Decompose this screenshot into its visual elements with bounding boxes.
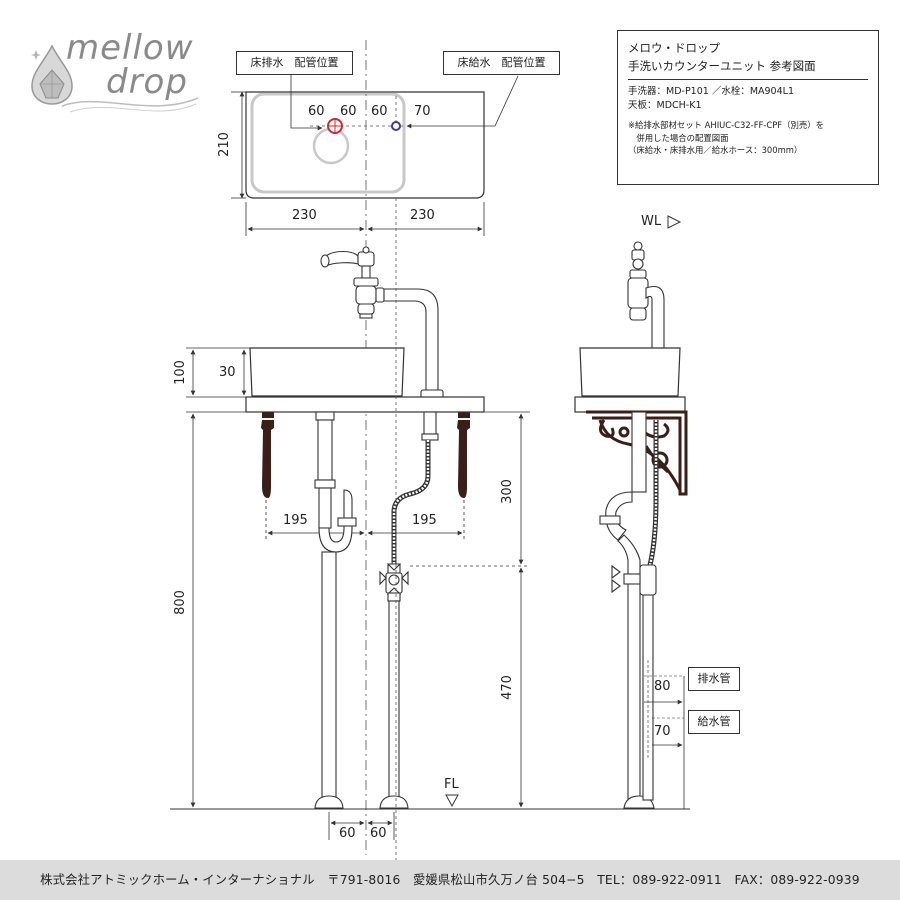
front-faucet xyxy=(320,246,444,399)
dim-top-60-left: 60 xyxy=(308,104,325,119)
droplet-gem-icon xyxy=(31,44,73,105)
front-counter xyxy=(245,396,485,413)
dim-top-70: 70 xyxy=(414,104,431,119)
dim-width-right-230: 230 xyxy=(410,208,435,223)
dim-top-60-right: 60 xyxy=(340,104,357,119)
technical-drawing xyxy=(170,40,690,860)
dim-side-70: 70 xyxy=(654,724,671,739)
dim-side-80: 80 xyxy=(654,679,671,694)
side-basin xyxy=(579,347,681,397)
reference-info-box: メロウ・ドロップ 手洗いカウンターユニット 参考図面 手洗器：MD-P101 ／… xyxy=(617,30,879,185)
front-brackets xyxy=(261,412,470,498)
dim-width-left-230: 230 xyxy=(292,208,317,223)
front-basin xyxy=(249,347,405,397)
drain-position-marker xyxy=(327,118,343,134)
info-divider xyxy=(628,79,868,80)
dim-height-800: 800 xyxy=(172,590,188,615)
dim-bottom-60-left: 60 xyxy=(339,826,356,841)
info-title-drawing: 手洗いカウンターユニット 参考図面 xyxy=(628,59,816,73)
dim-bottom-60-right: 60 xyxy=(370,826,387,841)
logo-text-mellow: mellow xyxy=(66,28,194,68)
info-note-1: ※給排水部材セット AHIUC-C32-FF-CPF（別売）を xyxy=(628,120,824,130)
dim-bracket-195-left: 195 xyxy=(283,513,308,528)
info-spec-counter: 天板：MDCH-K1 xyxy=(628,100,702,111)
dim-top-60-third: 60 xyxy=(371,104,388,119)
info-note-3: （床給水・床排水用／給水ホース：300mm） xyxy=(628,145,803,155)
drain-position-label: 床排水 配管位置 xyxy=(236,51,353,75)
dim-basin-100: 100 xyxy=(172,360,188,385)
logo-swoosh xyxy=(61,97,199,113)
fl-marker-label: FL xyxy=(444,777,459,792)
side-drain-trap xyxy=(599,411,655,809)
wl-marker-label: WL xyxy=(641,214,662,229)
wl-marker-triangle xyxy=(667,215,682,229)
info-spec-basin-faucet: 手洗器：MD-P101 ／水栓：MA904L1 xyxy=(628,86,794,97)
top-view-counter xyxy=(231,91,485,199)
dim-valve-470: 470 xyxy=(499,675,515,700)
side-counter xyxy=(574,396,686,413)
info-title-product: メロウ・ドロップ xyxy=(628,41,720,55)
supply-position-marker xyxy=(391,121,401,131)
dim-basin-30: 30 xyxy=(219,365,236,380)
drain-pipe-label: 排水管 xyxy=(688,667,740,691)
supply-position-label: 床給水 配管位置 xyxy=(443,51,560,75)
info-note-2: 併用した場合の配置図面 xyxy=(628,132,729,143)
front-drain-trap xyxy=(314,411,357,809)
dim-depth-210: 210 xyxy=(216,132,232,157)
front-supply-hose xyxy=(379,411,439,809)
company-footer: 株式会社アトミックホーム・インターナショナル 〒791-8016 愛媛県松山市久… xyxy=(0,860,900,900)
supply-pipe-label: 給水管 xyxy=(688,710,740,734)
fl-marker-triangle xyxy=(445,794,459,808)
dim-hose-300: 300 xyxy=(499,479,515,504)
logo-text-drop: drop xyxy=(106,62,188,102)
dim-bracket-195-right: 195 xyxy=(412,513,437,528)
